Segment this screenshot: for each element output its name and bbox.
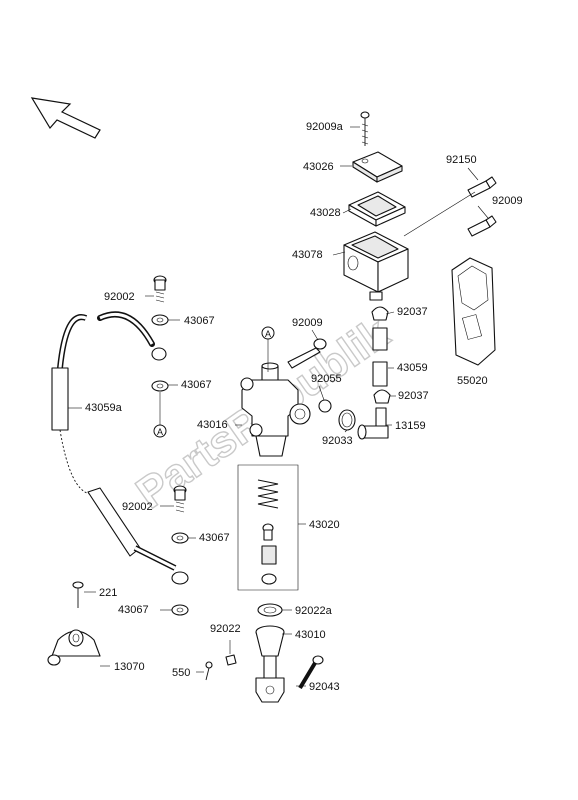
banjo-bolt-92002-top [153, 275, 167, 303]
guard-55020 [451, 257, 496, 366]
svg-text:A: A [265, 329, 271, 339]
label-43067-1: 43067 [184, 315, 215, 327]
piston-kit-43020 [237, 464, 299, 591]
bracket-13070 [47, 629, 101, 666]
callout-a-left: A [153, 392, 167, 438]
label-43067-4: 43067 [118, 604, 149, 616]
svg-text:A: A [157, 427, 163, 437]
washer-43067-2 [151, 380, 169, 392]
label-92033: 92033 [322, 435, 353, 447]
front-direction-arrow-icon [30, 97, 101, 139]
callout-a-top: A [261, 326, 275, 372]
circlip-92033 [338, 409, 356, 431]
master-cylinder-body-43016 [240, 362, 311, 457]
washer-43067-1 [151, 314, 169, 326]
label-43028: 43028 [310, 207, 341, 219]
clamp-92037-bot [373, 389, 391, 404]
label-43078: 43078 [292, 249, 323, 261]
elbow-13159 [357, 407, 389, 440]
label-43067-3: 43067 [199, 532, 230, 544]
reservoir-body-43078 [343, 231, 409, 301]
label-43010: 43010 [295, 629, 326, 641]
label-92043: 92043 [309, 681, 340, 693]
washer-92022a [257, 603, 283, 617]
washer-43067-4 [171, 604, 189, 616]
label-43016: 43016 [197, 419, 228, 431]
label-92002-top: 92002 [104, 291, 135, 303]
label-92009-mid: 92009 [292, 317, 323, 329]
brake-hose-43059a [51, 311, 189, 585]
label-92002-bot: 92002 [122, 501, 153, 513]
clamp-92037-top [371, 306, 389, 321]
label-43059: 43059 [397, 362, 428, 374]
label-43059a: 43059a [85, 402, 123, 414]
reservoir-cap-43026 [352, 151, 403, 183]
label-92037-top: 92037 [397, 306, 428, 318]
label-92055: 92055 [311, 373, 342, 385]
label-92009a: 92009a [306, 121, 344, 133]
label-92022: 92022 [210, 623, 241, 635]
label-92150: 92150 [446, 154, 477, 166]
bolt-92009-top [467, 215, 497, 237]
label-550: 550 [172, 667, 190, 679]
bolt-92009-mid [287, 338, 327, 369]
label-92022a: 92022a [295, 605, 333, 617]
label-43026: 43026 [303, 161, 334, 173]
label-92037-bot: 92037 [398, 390, 429, 402]
banjo-bolt-92002-bot [173, 485, 187, 513]
label-13159: 13159 [395, 420, 426, 432]
o-ring-92055 [318, 399, 332, 413]
label-92009-top: 92009 [492, 195, 523, 207]
push-rod-43010 [255, 625, 285, 703]
part-labels: 92009a 43026 92150 92009 43028 43078 920… [85, 121, 523, 693]
hose-43059 [372, 327, 388, 387]
screw-221 [72, 581, 84, 608]
pin-92043 [298, 655, 324, 690]
cap-screw-92009a [360, 111, 370, 146]
label-43067-2: 43067 [181, 379, 212, 391]
nut-92022 [225, 654, 237, 666]
label-13070: 13070 [114, 661, 145, 673]
diaphragm-43028 [348, 191, 406, 227]
label-55020: 55020 [457, 375, 488, 387]
label-43020: 43020 [309, 519, 340, 531]
washer-43067-3 [171, 532, 189, 544]
leader-lines [68, 126, 489, 687]
cotter-pin-550 [205, 661, 213, 681]
label-221: 221 [99, 587, 117, 599]
